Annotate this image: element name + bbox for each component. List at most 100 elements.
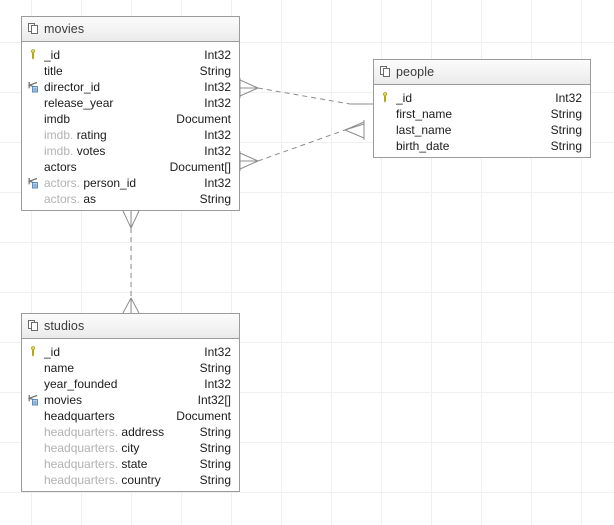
field-name: movies — [44, 393, 188, 407]
field-type: String — [199, 473, 231, 487]
field-row[interactable]: headquarters. state String — [22, 456, 239, 472]
field-type: String — [199, 457, 231, 471]
field-row[interactable]: title String — [22, 63, 239, 79]
field-name: director_id — [44, 80, 194, 94]
field-row[interactable]: actors. as String — [22, 191, 239, 207]
field-icon-empty — [28, 64, 42, 78]
field-name-text: movies — [44, 393, 83, 407]
field-name-text: address — [121, 425, 165, 439]
field-icon-empty — [28, 361, 42, 375]
field-row[interactable]: imdb. votes Int32 — [22, 143, 239, 159]
field-name: name — [44, 361, 190, 375]
field-row[interactable]: release_year Int32 — [22, 95, 239, 111]
field-type: String — [199, 425, 231, 439]
entity-header-people[interactable]: people — [374, 60, 590, 85]
field-type: Document — [176, 409, 231, 423]
primary-key-icon-slot — [380, 91, 394, 105]
field-type: String — [550, 139, 582, 153]
field-name-text: _id — [44, 48, 61, 62]
collection-icon — [380, 66, 392, 78]
entity-header-movies[interactable]: movies — [22, 17, 239, 42]
key-icon — [30, 346, 36, 357]
field-name: actors. as — [44, 192, 190, 206]
field-type: Int32 — [204, 144, 231, 158]
field-name-text: person_id — [83, 176, 137, 190]
field-icon-empty — [28, 192, 42, 206]
entity-header-studios[interactable]: studios — [22, 314, 239, 339]
field-type: String — [199, 192, 231, 206]
field-type: Document — [176, 112, 231, 126]
foreign-key-icon-slot — [27, 176, 42, 190]
field-icon-empty — [28, 409, 42, 423]
foreign-key-icon — [27, 177, 38, 189]
field-name-prefix: actors. — [44, 176, 81, 190]
relationship-studios-movies — [122, 210, 140, 314]
field-name-text: last_name — [396, 123, 452, 137]
field-name-text: state — [121, 457, 148, 471]
entity-title: people — [396, 65, 435, 79]
field-type: Int32 — [204, 80, 231, 94]
primary-key-icon-slot — [28, 345, 42, 359]
field-icon-empty — [28, 128, 42, 142]
field-row[interactable]: imdb Document — [22, 111, 239, 127]
foreign-key-icon-slot — [27, 393, 42, 407]
field-name-text: title — [44, 64, 63, 78]
field-type: String — [199, 64, 231, 78]
field-name-text: _id — [396, 91, 413, 105]
field-type: Int32 — [204, 345, 231, 359]
field-name: headquarters. state — [44, 457, 190, 471]
field-name-text: actors — [44, 160, 77, 174]
collection-icon — [28, 23, 40, 35]
field-type: Int32 — [204, 96, 231, 110]
field-name-prefix: imdb. — [44, 144, 74, 158]
field-row[interactable]: year_founded Int32 — [22, 376, 239, 392]
field-name: actors. person_id — [44, 176, 194, 190]
field-name: _id — [44, 48, 194, 62]
field-icon-empty — [28, 144, 42, 158]
entity-title: movies — [44, 22, 85, 36]
field-name: _id — [396, 91, 545, 105]
field-name-text: rating — [76, 128, 107, 142]
field-row[interactable]: director_id Int32 — [22, 79, 239, 95]
field-name-text: imdb — [44, 112, 71, 126]
relationship-movies-actors-people — [239, 120, 365, 171]
field-type: Int32 — [204, 377, 231, 391]
field-name: first_name — [396, 107, 541, 121]
field-icon-empty — [28, 96, 42, 110]
key-icon — [382, 92, 388, 103]
foreign-key-icon — [27, 81, 38, 93]
field-name: last_name — [396, 123, 541, 137]
field-icon-empty — [28, 473, 42, 487]
entity-title: studios — [44, 319, 85, 333]
field-icon-empty — [28, 160, 42, 174]
field-icon-empty — [380, 123, 394, 137]
field-name: headquarters. address — [44, 425, 190, 439]
field-name-text: votes — [76, 144, 106, 158]
field-icon-empty — [28, 457, 42, 471]
field-name: imdb — [44, 112, 166, 126]
field-name-prefix: actors. — [44, 192, 81, 206]
field-name-text: year_founded — [44, 377, 118, 391]
field-row[interactable]: headquarters Document — [22, 408, 239, 424]
field-row[interactable]: headquarters. address String — [22, 424, 239, 440]
field-name-text: release_year — [44, 96, 114, 110]
field-name-text: headquarters — [44, 409, 115, 423]
field-name: title — [44, 64, 190, 78]
